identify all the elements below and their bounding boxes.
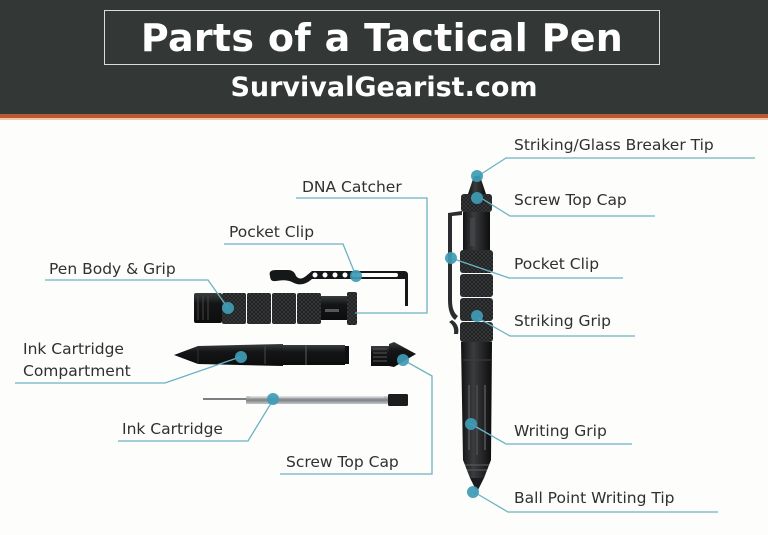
marker-dot-icon bbox=[267, 393, 279, 405]
label-ball-point-tip: Ball Point Writing Tip bbox=[514, 489, 675, 507]
page-title: Parts of a Tactical Pen bbox=[140, 15, 624, 60]
marker-dot-icon bbox=[471, 170, 483, 182]
label-screw-top-cap-exploded: Screw Top Cap bbox=[286, 453, 399, 471]
pocket-clip-part bbox=[269, 270, 408, 306]
marker-dot-icon bbox=[397, 354, 409, 366]
marker-dot-icon bbox=[465, 418, 477, 430]
label-ink-cartridge-compartment-line2: Compartment bbox=[23, 362, 131, 380]
ink-cartridge-compartment-part bbox=[174, 344, 349, 366]
leader-lines bbox=[15, 157, 755, 513]
marker-dot-icon bbox=[467, 486, 479, 498]
label-pen-body-grip: Pen Body & Grip bbox=[49, 260, 176, 278]
label-striking-grip: Striking Grip bbox=[514, 312, 611, 330]
header-banner: Parts of a Tactical Pen SurvivalGearist.… bbox=[0, 0, 768, 114]
marker-dot-icon bbox=[445, 252, 457, 264]
pen-body-part bbox=[194, 292, 357, 325]
ink-cartridge-part bbox=[203, 394, 408, 406]
label-screw-top-cap-assembled: Screw Top Cap bbox=[514, 191, 627, 209]
accent-stripe bbox=[0, 114, 768, 118]
label-pocket-clip-assembled: Pocket Clip bbox=[514, 255, 600, 273]
marker-dot-icon bbox=[471, 310, 483, 322]
title-box: Parts of a Tactical Pen bbox=[104, 10, 660, 65]
marker-dot-icon bbox=[222, 302, 234, 314]
marker-dot-icon bbox=[350, 270, 362, 282]
accent-stripe-highlight bbox=[0, 118, 768, 120]
site-name: SurvivalGearist.com bbox=[230, 72, 538, 103]
label-pocket-clip-exploded: Pocket Clip bbox=[229, 223, 315, 241]
label-ink-cartridge: Ink Cartridge bbox=[122, 420, 223, 438]
marker-dot-icon bbox=[235, 351, 247, 363]
label-dna-catcher: DNA Catcher bbox=[302, 178, 402, 196]
label-writing-grip: Writing Grip bbox=[514, 422, 607, 440]
assembled-pen bbox=[448, 176, 493, 490]
marker-dots bbox=[222, 170, 483, 498]
label-striking-tip: Striking/Glass Breaker Tip bbox=[514, 136, 714, 154]
marker-dot-icon bbox=[471, 192, 483, 204]
label-ink-cartridge-compartment-line1: Ink Cartridge bbox=[23, 340, 124, 358]
